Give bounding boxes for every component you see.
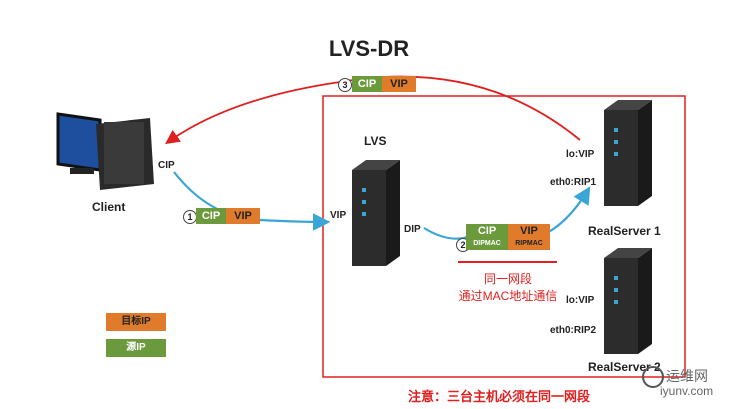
packet1: CIP VIP bbox=[196, 208, 260, 224]
legend-src: 源IP bbox=[106, 339, 166, 357]
packet2-dst-mac: RIPMAC bbox=[508, 238, 550, 250]
lvs-vip-label: VIP bbox=[330, 210, 347, 221]
footer-note: 注意：三台主机必须在同一网段 bbox=[408, 389, 591, 404]
legend-dst: 目标IP bbox=[106, 313, 166, 331]
rs1-lo-label: lo:VIP bbox=[566, 149, 595, 160]
packet3-step-number: 3 bbox=[338, 78, 352, 92]
realserver1-icon bbox=[604, 100, 652, 206]
lvs-dip-label: DIP bbox=[404, 224, 421, 235]
packet2-src-mac: DIPMAC bbox=[466, 238, 508, 250]
note-line2: 通过MAC地址通信 bbox=[458, 289, 558, 303]
packet2-src: CIP bbox=[466, 224, 508, 238]
client-label: Client bbox=[92, 200, 126, 214]
rs2-eth-label: eth0:RIP2 bbox=[550, 325, 597, 336]
packet2: CIP VIP DIPMAC RIPMAC bbox=[466, 224, 550, 250]
packet3-src: CIP bbox=[352, 76, 382, 92]
lvs-server-icon bbox=[352, 160, 400, 266]
diagram-title: LVS-DR bbox=[328, 36, 410, 61]
note-line1: 同一网段 bbox=[483, 272, 532, 286]
rs2-lo-label: lo:VIP bbox=[566, 295, 595, 306]
watermark-text: 运维网 bbox=[666, 368, 708, 384]
rs1-eth-label: eth0:RIP1 bbox=[550, 177, 597, 188]
client-cip-label: CIP bbox=[158, 160, 175, 171]
packet3-dst: VIP bbox=[382, 76, 416, 92]
rs1-name: RealServer 1 bbox=[588, 224, 661, 238]
packet1-step-number: 1 bbox=[183, 210, 197, 224]
packet3: CIP VIP bbox=[352, 76, 416, 92]
packet1-dst: VIP bbox=[226, 208, 260, 224]
watermark-url: iyunv.com bbox=[660, 384, 714, 398]
client-computer-icon bbox=[56, 112, 154, 190]
packet1-src: CIP bbox=[196, 208, 226, 224]
same-subnet-note: 同一网段 通过MAC地址通信 bbox=[438, 270, 578, 304]
watermark-logo-icon bbox=[642, 366, 664, 388]
packet2-dst: VIP bbox=[508, 224, 550, 238]
lvs-label: LVS bbox=[364, 134, 387, 148]
realserver2-icon bbox=[604, 248, 652, 354]
